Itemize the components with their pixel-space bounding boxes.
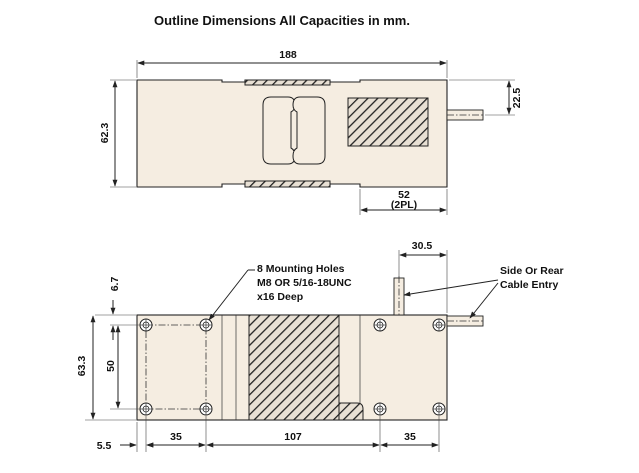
dim-188: 188 [279,49,297,61]
dim-35-left: 35 [170,431,182,443]
dim-30-5: 30.5 [412,240,433,252]
dim-5-5: 5.5 [97,440,112,452]
center-hatch [248,314,340,421]
dim-63-3: 63.3 [76,356,88,377]
dim-107: 107 [284,431,302,443]
top-strip-hatch [244,79,331,86]
dim-52-note: (2PL) [391,199,417,211]
cable-leader-top [403,279,499,297]
mounting-hole [432,402,446,416]
holes-label-3: x16 Deep [257,291,303,303]
bottom-strip-hatch [244,180,331,188]
top-cable-entry [393,277,405,316]
top-view: 188 62.3 22.5 52 (2PL) [99,49,523,215]
dim-35-right: 35 [404,431,416,443]
dim-52: 52 [398,189,410,201]
cable-label-2: Cable Entry [500,279,559,291]
cable-leader-side [469,282,499,319]
dim-62-3: 62.3 [99,123,111,144]
mounting-hole [199,402,213,416]
mounting-hole [373,318,387,332]
dim-22-5: 22.5 [511,88,523,109]
gauge-cover [347,97,429,147]
holes-label-2: M8 OR 5/16-18UNC [257,277,352,289]
dim-50: 50 [105,360,117,372]
dim-6-7: 6.7 [109,277,121,292]
mounting-hole [139,318,153,332]
drawing-title: Outline Dimensions All Capacities in mm. [154,13,410,28]
hole-pattern-outline [145,324,207,410]
cable-label-1: Side Or Rear [500,265,564,277]
tab-hatch [338,402,364,421]
holes-label-1: 8 Mounting Holes [257,263,345,275]
mounting-hole [139,402,153,416]
mounting-hole [373,402,387,416]
mounting-hole [199,318,213,332]
binocular-cutout-right [292,96,326,165]
binocular-cutout [262,96,296,165]
mounting-hole [432,318,446,332]
holes-leader [208,269,249,321]
bottom-view: 30.5 8 Mounting Holes M8 OR 5/16-18UNC x… [76,240,564,452]
